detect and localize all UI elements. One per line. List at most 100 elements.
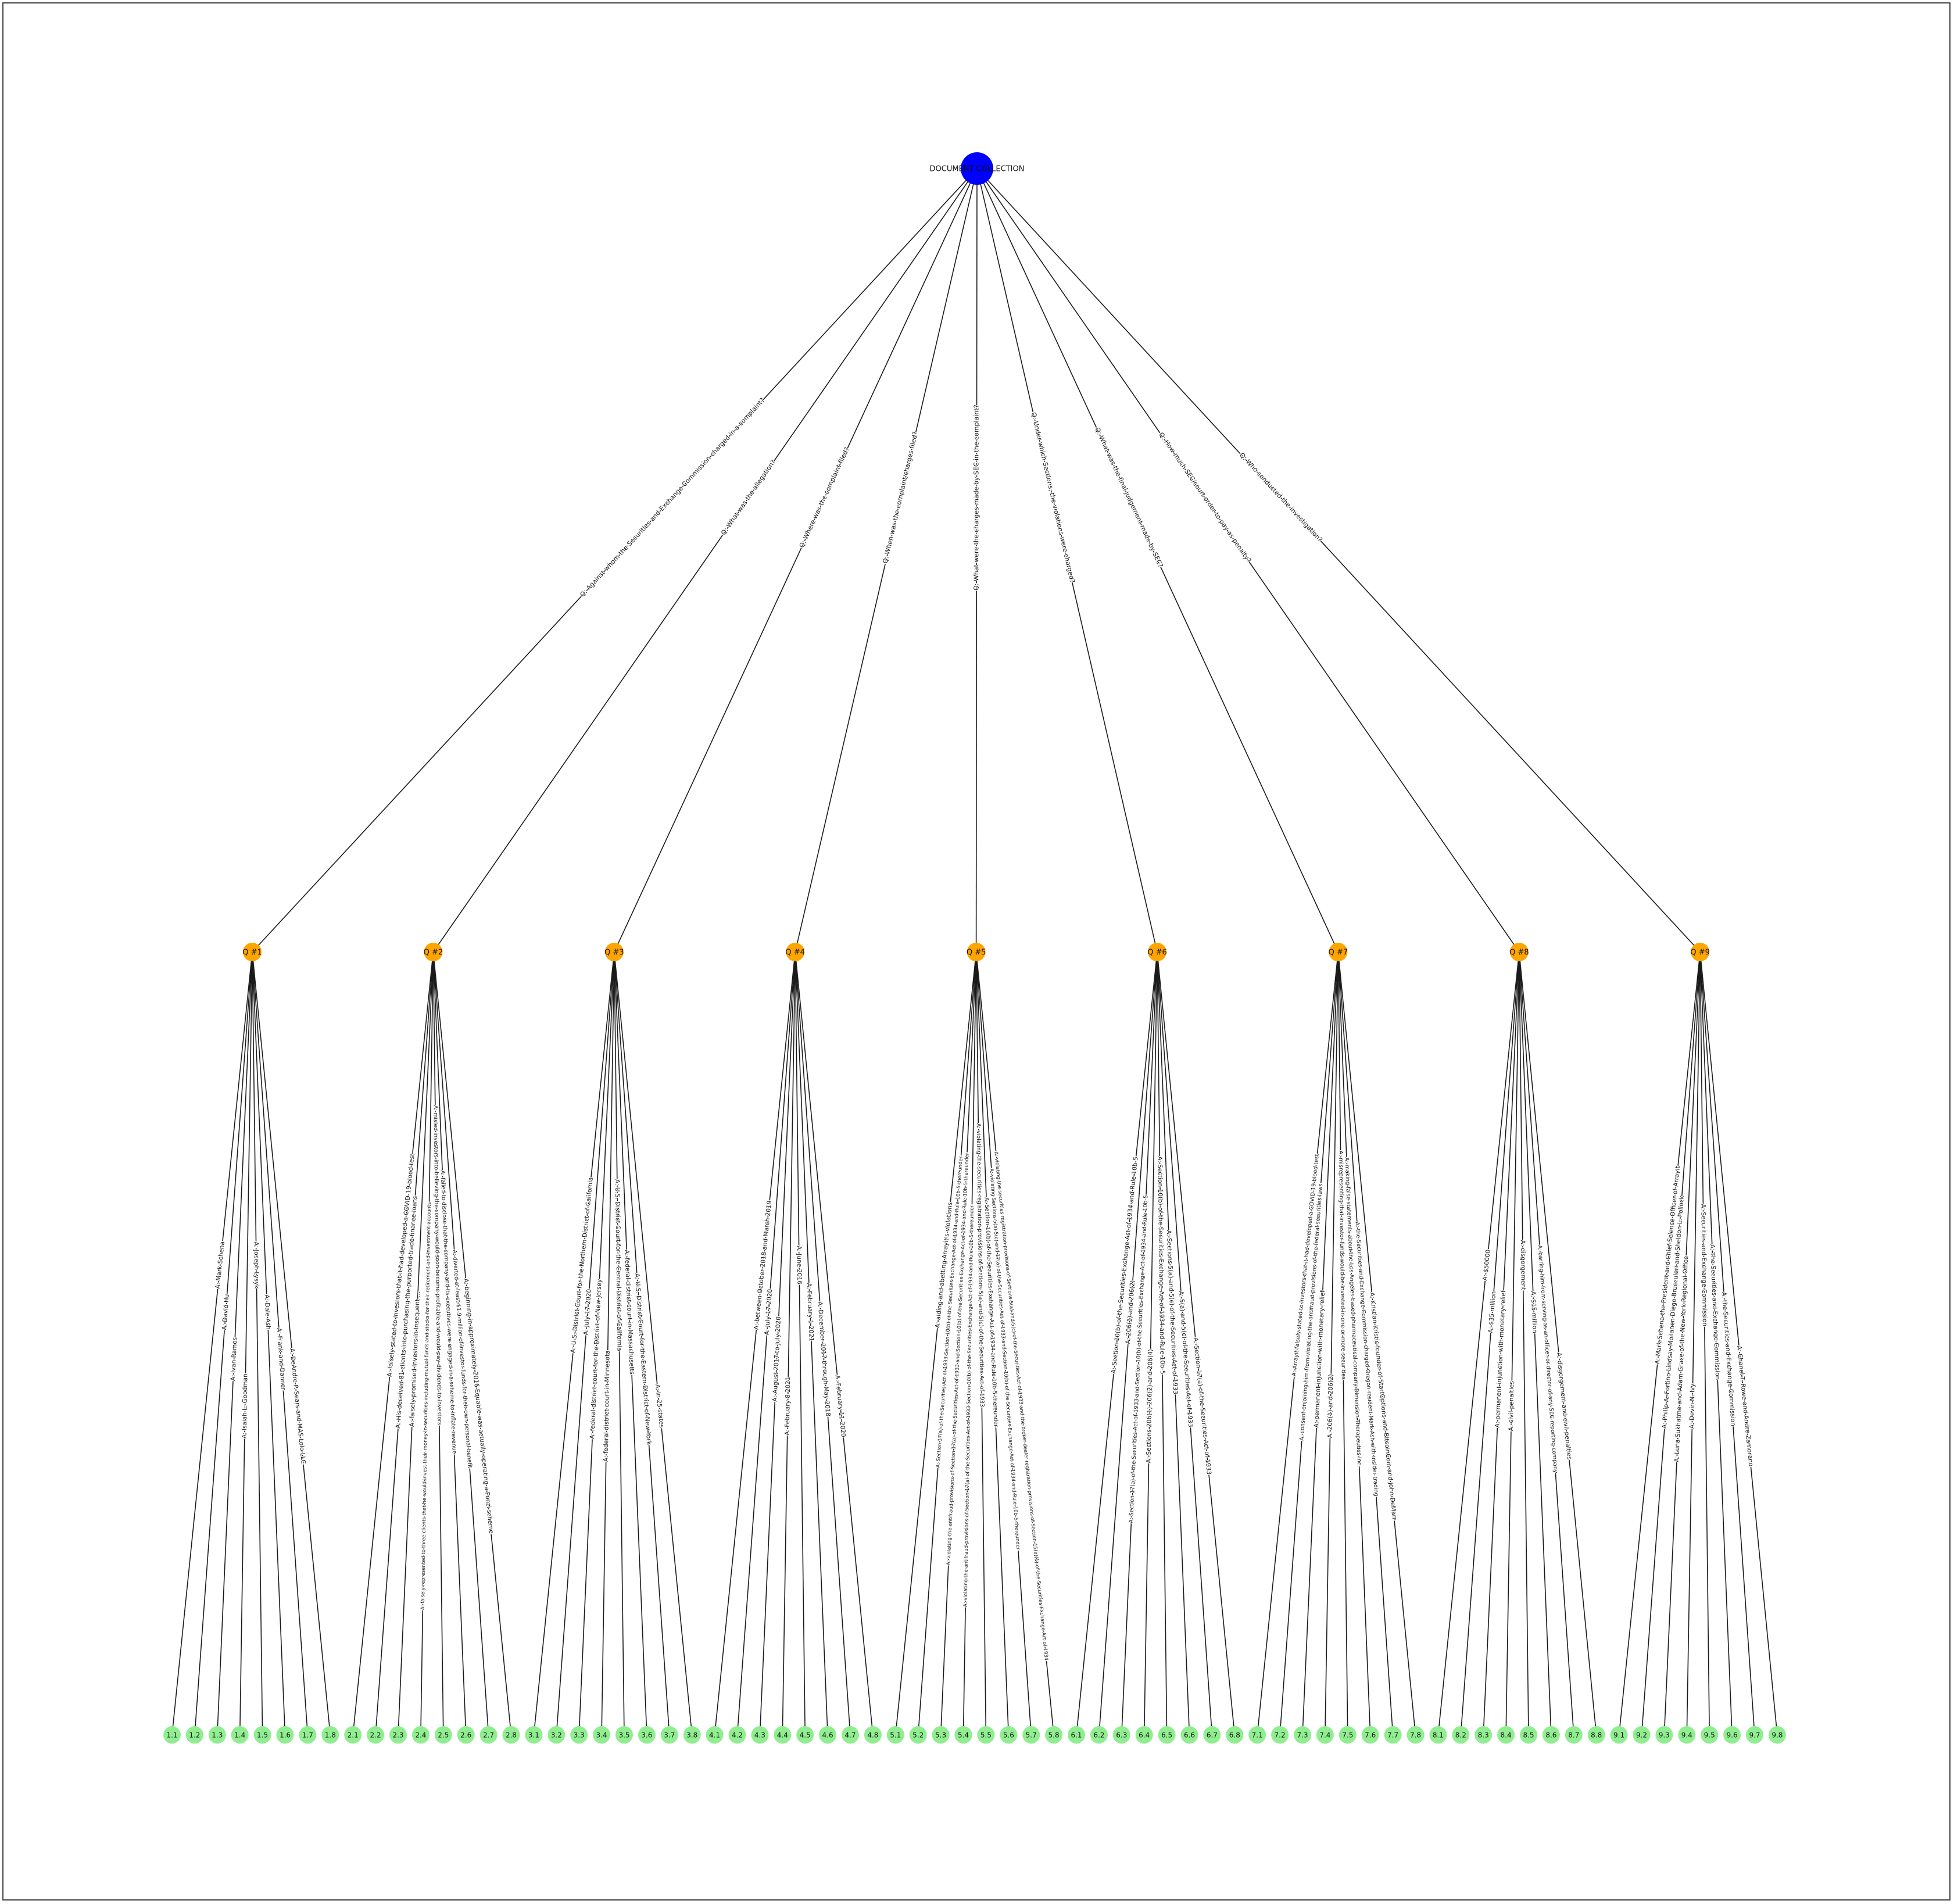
answer-node[interactable]: 2.3	[389, 1726, 407, 1744]
answer-node[interactable]: 6.5	[1158, 1726, 1176, 1744]
answer-node[interactable]: 8.3	[1475, 1726, 1493, 1744]
answer-node[interactable]: 3.4	[593, 1726, 611, 1744]
answer-node[interactable]: 2.2	[367, 1726, 385, 1744]
answer-node[interactable]: 3.1	[525, 1726, 543, 1744]
answer-node[interactable]: 3.6	[638, 1726, 656, 1744]
answer-node[interactable]: 4.7	[842, 1726, 859, 1744]
answer-node[interactable]: 2.5	[434, 1726, 452, 1744]
answer-node-label: 2.4	[415, 1731, 426, 1740]
answer-node[interactable]: 4.1	[706, 1726, 724, 1744]
answer-node[interactable]: 2.6	[457, 1726, 475, 1744]
question-node[interactable]: Q #8	[1509, 943, 1529, 961]
answer-node[interactable]: 5.5	[977, 1726, 995, 1744]
answer-node[interactable]: 6.2	[1090, 1726, 1108, 1744]
answer-node[interactable]: 2.4	[411, 1726, 430, 1744]
answer-node-label: 8.6	[1545, 1731, 1556, 1740]
answer-node[interactable]: 7.7	[1384, 1726, 1402, 1744]
answer-node-circle	[344, 1726, 362, 1744]
answer-node[interactable]: 8.5	[1520, 1726, 1537, 1744]
question-node[interactable]: Q #9	[1690, 943, 1710, 961]
question-node[interactable]: Q #2	[424, 943, 443, 961]
answer-node[interactable]: 6.1	[1068, 1726, 1085, 1744]
answer-node[interactable]: 9.3	[1655, 1726, 1673, 1744]
question-node[interactable]: Q #4	[785, 943, 805, 961]
answer-node[interactable]: 7.2	[1271, 1726, 1289, 1744]
answer-node[interactable]: 7.1	[1248, 1726, 1266, 1744]
question-answer-edge	[1437, 951, 1520, 1735]
answer-node[interactable]: 8.7	[1565, 1726, 1583, 1744]
answer-node[interactable]: 6.8	[1226, 1726, 1244, 1744]
answer-node[interactable]: 6.4	[1135, 1726, 1153, 1744]
answer-node[interactable]: 4.4	[774, 1726, 792, 1744]
answer-node[interactable]: 4.3	[751, 1726, 769, 1744]
answer-node[interactable]: 9.6	[1723, 1726, 1741, 1744]
answer-node[interactable]: 1.3	[208, 1726, 226, 1744]
root-node[interactable]: DOCUMENT COLLECTION	[930, 152, 1025, 185]
answer-node[interactable]: 1.2	[185, 1726, 203, 1744]
answer-node[interactable]: 6.3	[1112, 1726, 1130, 1744]
answer-node-circle	[1000, 1726, 1018, 1744]
answer-node[interactable]: 5.4	[954, 1726, 972, 1744]
answer-node-label: 3.6	[641, 1731, 652, 1740]
answer-node[interactable]: 9.2	[1633, 1726, 1651, 1744]
answer-node[interactable]: 9.1	[1610, 1726, 1628, 1744]
answer-node[interactable]: 5.8	[1045, 1726, 1063, 1744]
answer-node[interactable]: 7.4	[1316, 1726, 1334, 1744]
question-node[interactable]: Q #5	[967, 943, 986, 961]
answer-node[interactable]: 3.2	[547, 1726, 566, 1744]
answer-node[interactable]: 9.8	[1768, 1726, 1786, 1744]
answer-node[interactable]: 9.7	[1746, 1726, 1763, 1744]
answer-edge-label: A: 206(1) and 206(2)	[1326, 1374, 1334, 1438]
answer-edge-label: A: falsely promised investors in Inseque…	[409, 1291, 421, 1427]
question-node[interactable]: Q #3	[604, 943, 624, 961]
answer-node[interactable]: 1.4	[231, 1726, 249, 1744]
answer-node[interactable]: 4.5	[796, 1726, 814, 1744]
answer-node[interactable]: 4.6	[819, 1726, 837, 1744]
answer-node[interactable]: 8.2	[1452, 1726, 1470, 1744]
answer-node[interactable]: 7.6	[1361, 1726, 1379, 1744]
answer-node[interactable]: 3.5	[615, 1726, 633, 1744]
answer-node[interactable]: 5.1	[886, 1726, 904, 1744]
answer-node[interactable]: 7.3	[1294, 1726, 1311, 1744]
answer-node[interactable]: 8.4	[1497, 1726, 1515, 1744]
answer-node-circle	[231, 1726, 249, 1744]
question-node-label: Q #4	[785, 949, 805, 957]
answer-node[interactable]: 7.8	[1407, 1726, 1425, 1744]
answer-node-circle	[1203, 1726, 1221, 1744]
question-answer-edge	[1337, 951, 1394, 1735]
answer-node[interactable]: 6.6	[1180, 1726, 1198, 1744]
answer-node[interactable]: 3.3	[570, 1726, 588, 1744]
answer-node[interactable]: 1.5	[253, 1726, 271, 1744]
question-node[interactable]: Q #7	[1329, 943, 1348, 961]
question-node[interactable]: Q #6	[1147, 943, 1167, 961]
answer-node[interactable]: 4.2	[728, 1726, 746, 1744]
answer-node[interactable]: 7.5	[1339, 1726, 1357, 1744]
answer-node[interactable]: 8.8	[1587, 1726, 1605, 1744]
answer-node[interactable]: 1.6	[276, 1726, 294, 1744]
answer-node[interactable]: 1.7	[299, 1726, 317, 1744]
answer-node[interactable]: 2.8	[502, 1726, 520, 1744]
answer-node[interactable]: 5.6	[1000, 1726, 1018, 1744]
answer-node[interactable]: 9.5	[1701, 1726, 1719, 1744]
answer-node[interactable]: 4.8	[864, 1726, 882, 1744]
answer-node[interactable]: 6.7	[1203, 1726, 1221, 1744]
answer-node-label: 2.8	[506, 1731, 517, 1740]
answer-node[interactable]: 8.1	[1429, 1726, 1447, 1744]
answer-node[interactable]: 3.7	[660, 1726, 678, 1744]
answer-node-label: 1.1	[166, 1731, 177, 1740]
answer-node-circle	[163, 1726, 181, 1744]
answer-node[interactable]: 1.8	[321, 1726, 339, 1744]
answer-node-circle	[1022, 1726, 1040, 1744]
answer-node[interactable]: 5.7	[1022, 1726, 1040, 1744]
question-node[interactable]: Q #1	[242, 943, 262, 961]
answer-node[interactable]: 9.4	[1678, 1726, 1696, 1744]
answer-node[interactable]: 1.1	[163, 1726, 181, 1744]
answer-node[interactable]: 5.3	[932, 1726, 950, 1744]
answer-node[interactable]: 2.1	[344, 1726, 362, 1744]
answer-node-label: 4.1	[709, 1731, 720, 1740]
answer-node[interactable]: 5.2	[909, 1726, 927, 1744]
answer-node[interactable]: 2.7	[479, 1726, 498, 1744]
answer-node-circle	[1158, 1726, 1176, 1744]
answer-node[interactable]: 3.8	[683, 1726, 701, 1744]
answer-node[interactable]: 8.6	[1542, 1726, 1560, 1744]
